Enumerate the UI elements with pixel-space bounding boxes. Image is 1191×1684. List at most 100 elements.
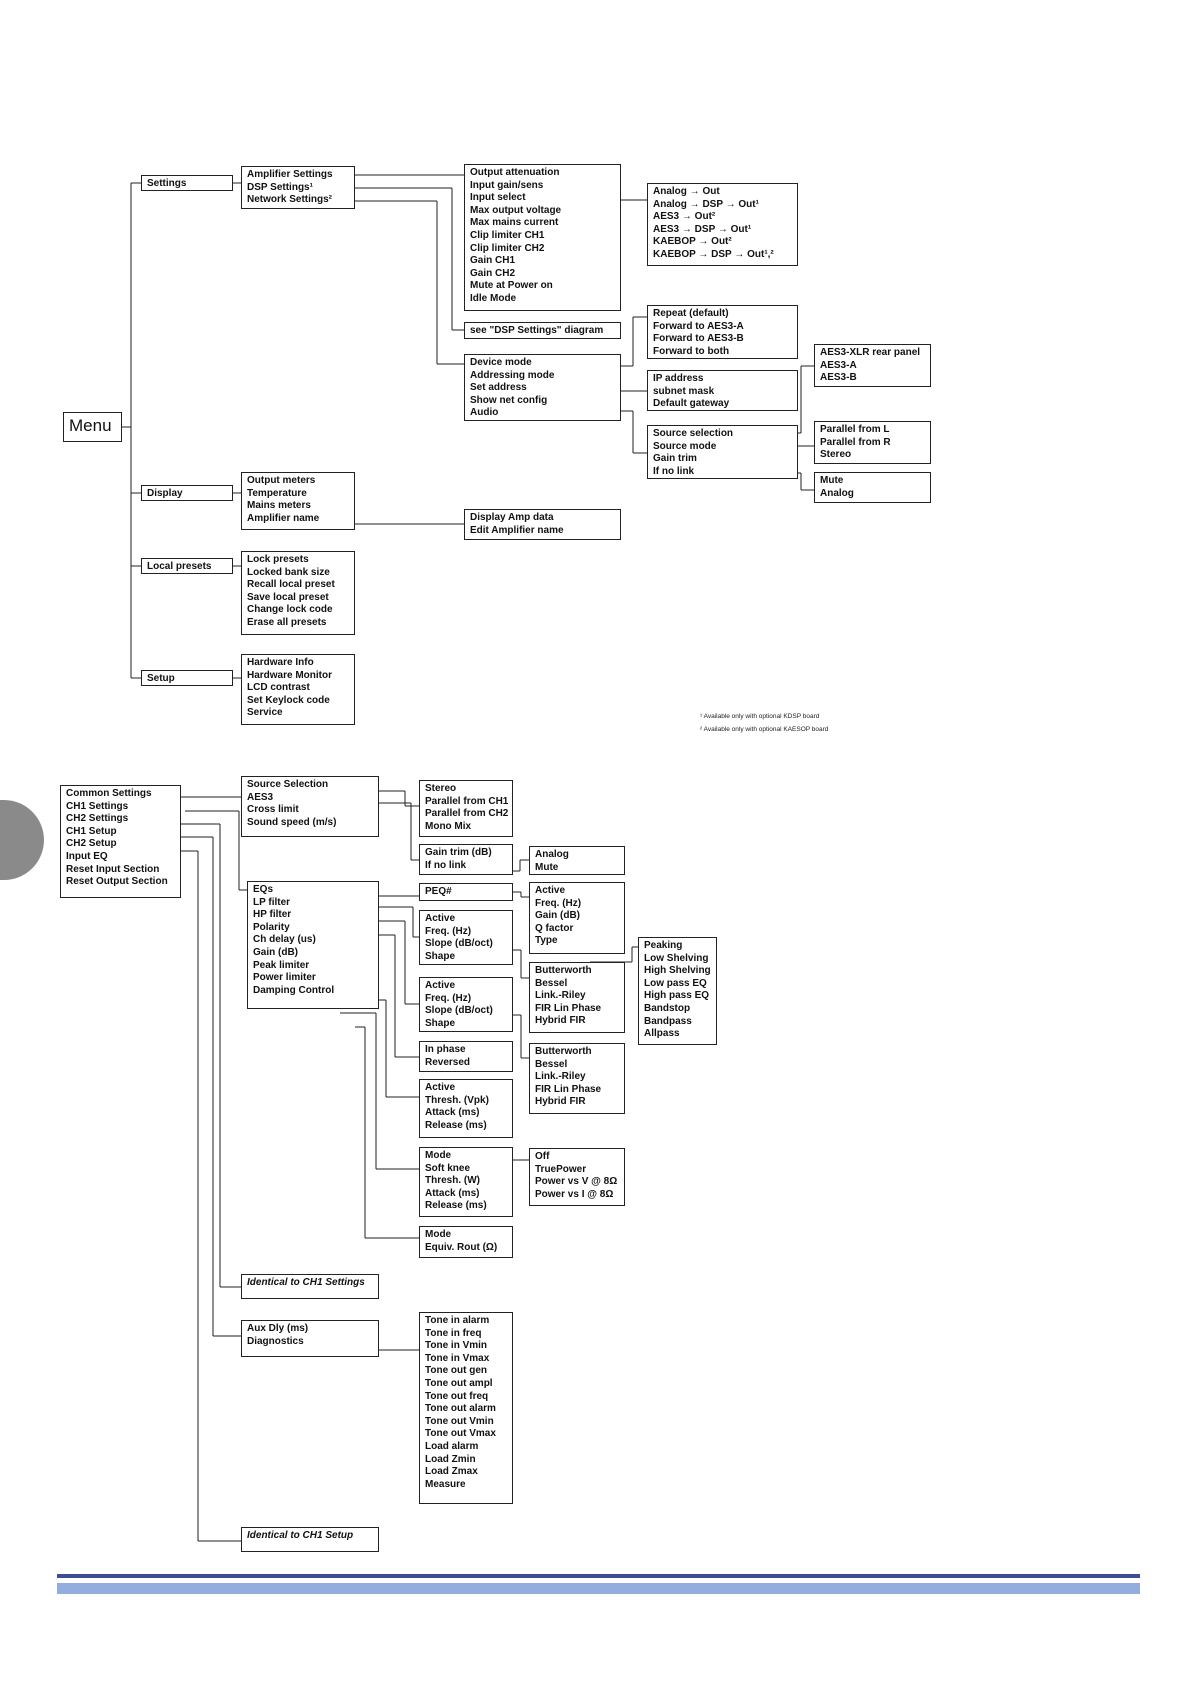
box-line: Low Shelving	[644, 952, 709, 964]
box-line: Service	[247, 707, 283, 719]
box-line: If no link	[425, 859, 467, 871]
box-line: Tone out ampl	[425, 1377, 493, 1389]
box-line: Equiv. Rout (Ω)	[425, 1241, 498, 1253]
footnote-1: ¹ Available only with optional KDSP boar…	[700, 713, 820, 720]
box-line: Common Settings	[66, 788, 152, 799]
box-line: Freq. (Hz)	[425, 925, 472, 937]
footnote-2: ² Available only with optional KAESOP bo…	[700, 726, 829, 733]
box-line: Display	[147, 488, 183, 499]
box-line: Thresh. (W)	[425, 1175, 480, 1187]
box-line: Slope (dB/oct)	[425, 1005, 493, 1017]
box-line: Type	[535, 935, 558, 947]
box-line: Mute	[535, 861, 559, 873]
box-line: KAEBOP → Out²	[653, 236, 732, 248]
box-line: Tone out gen	[425, 1365, 488, 1377]
box-ch2-setup: Identical to CH1 Setup	[241, 1527, 379, 1552]
box-line: Analog → DSP → Out¹	[653, 198, 759, 210]
box-line: Allpass	[644, 1028, 680, 1040]
box-line: Attack (ms)	[425, 1107, 480, 1119]
footer-rule-light	[57, 1583, 1140, 1594]
box-line: Parallel from R	[820, 436, 891, 448]
box-line: Edit Amplifier name	[470, 524, 564, 536]
box-line: Input EQ	[66, 850, 108, 862]
box-line: Diagnostics	[247, 1335, 304, 1347]
box-line: Forward to both	[653, 345, 730, 357]
box-line: Tone in Vmin	[425, 1340, 488, 1352]
box-line: EQs	[253, 884, 274, 895]
box-line: Tone out freq	[425, 1390, 489, 1402]
box-line: Polarity	[253, 921, 290, 933]
box-local-presets: Local presets	[141, 558, 233, 574]
box-line: Mode	[425, 1150, 452, 1161]
box-line: FIR Lin Phase	[535, 1002, 602, 1014]
box-line: Ch delay (us)	[253, 934, 316, 946]
box-line: AES3	[247, 791, 274, 803]
box-line: Shape	[425, 1017, 456, 1029]
box-line: Amplifier Settings	[247, 169, 333, 180]
box-line: Tone in alarm	[425, 1315, 490, 1326]
box-line: Bessel	[535, 1058, 568, 1070]
box-line: Analog	[535, 849, 569, 860]
box-line: Hardware Info	[247, 657, 314, 668]
box-line: Bandstop	[644, 1002, 691, 1014]
box-aes3-dsp: Gain trim (dB)If no link	[419, 844, 513, 875]
box-line: Forward to AES3-B	[653, 333, 744, 345]
box-line: High Shelving	[644, 965, 711, 977]
box-line: Setup	[147, 673, 175, 684]
box-line: Set Keylock code	[247, 694, 330, 706]
box-line: Active	[535, 885, 566, 896]
box-line: Link.-Riley	[535, 990, 586, 1002]
box-line: Tone in Vmax	[425, 1352, 490, 1364]
box-line: Aux Dly (ms)	[247, 1323, 309, 1334]
box-line: Output meters	[247, 475, 316, 486]
box-line: Forward to AES3-A	[653, 320, 744, 332]
box-line: CH2 Settings	[66, 813, 129, 825]
box-line: Bandpass	[644, 1015, 692, 1027]
box-line: Erase all presets	[247, 616, 327, 628]
box-line: IP address	[653, 373, 704, 384]
box-line: Max output voltage	[470, 204, 562, 216]
box-line: KAEBOP → DSP → Out¹,²	[653, 248, 774, 260]
box-line: Reset Input Section	[66, 863, 160, 875]
box-line: Gain trim	[653, 453, 697, 465]
box-line: If no link	[653, 465, 695, 477]
box-line: Mute	[820, 475, 844, 486]
box-line: Parallel from CH2	[425, 808, 509, 820]
box-line: Source selection	[653, 428, 734, 439]
box-line: PEQ#	[425, 886, 452, 897]
box-line: Identical to CH1 Setup	[247, 1530, 354, 1541]
box-line: Cross limit	[247, 804, 299, 816]
box-line: Settings	[147, 178, 187, 189]
box-line: Identical to CH1 Settings	[247, 1277, 365, 1288]
box-line: High pass EQ	[644, 990, 710, 1002]
box-line: subnet mask	[653, 385, 715, 397]
box-line: Output attenuation	[470, 167, 560, 178]
box-line: Tone out alarm	[425, 1403, 496, 1415]
box-line: Analog → Out	[653, 186, 720, 197]
box-line: Lock presets	[247, 554, 309, 565]
box-line: Input gain/sens	[470, 179, 544, 191]
box-line: see "DSP Settings" diagram	[470, 325, 604, 336]
box-line: Butterworth	[535, 1046, 592, 1057]
box-line: Source Selection	[247, 779, 329, 790]
box-settings: Settings	[141, 175, 233, 191]
box-line: CH1 Settings	[66, 800, 129, 812]
box-line: Power vs V @ 8Ω	[535, 1176, 618, 1188]
box-line: Save local preset	[247, 591, 329, 603]
box-line: Temperature	[247, 487, 307, 499]
box-line: Load Zmax	[425, 1466, 478, 1478]
box-line: Peaking	[644, 940, 683, 951]
